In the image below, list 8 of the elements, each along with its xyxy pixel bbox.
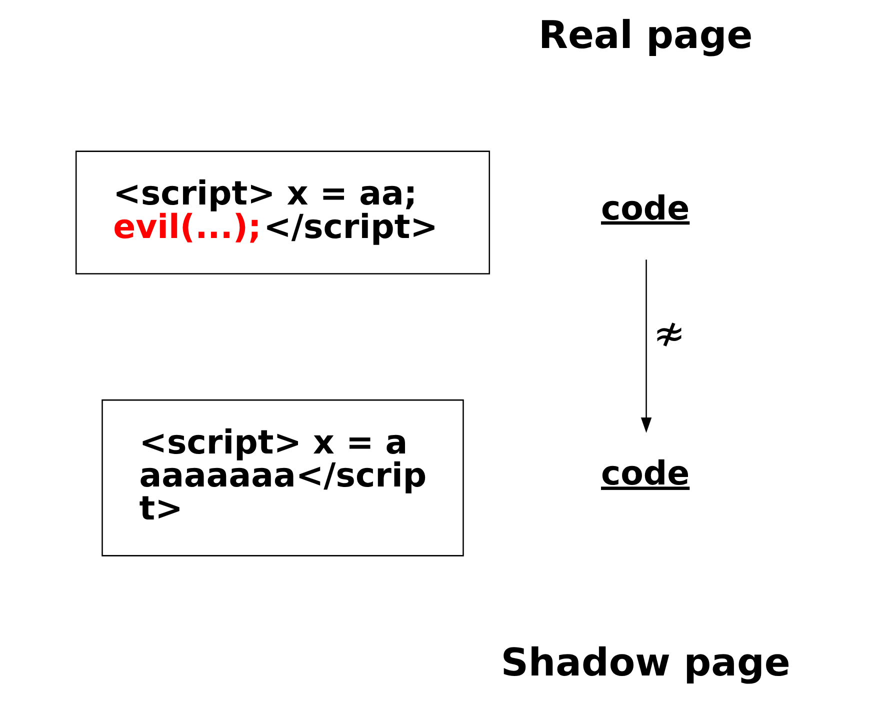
node-label: Shadow page xyxy=(500,640,790,686)
node-label: Real page xyxy=(538,13,753,58)
node-box: <script> x = aaaaaaaa</script> xyxy=(102,399,464,556)
node-box: <script> x = aa; evil(...);</script> xyxy=(75,150,490,274)
node-text: code xyxy=(600,454,690,493)
edge-label: ≉ xyxy=(653,311,686,356)
arrow xyxy=(640,260,652,433)
node-text: code xyxy=(600,188,690,228)
